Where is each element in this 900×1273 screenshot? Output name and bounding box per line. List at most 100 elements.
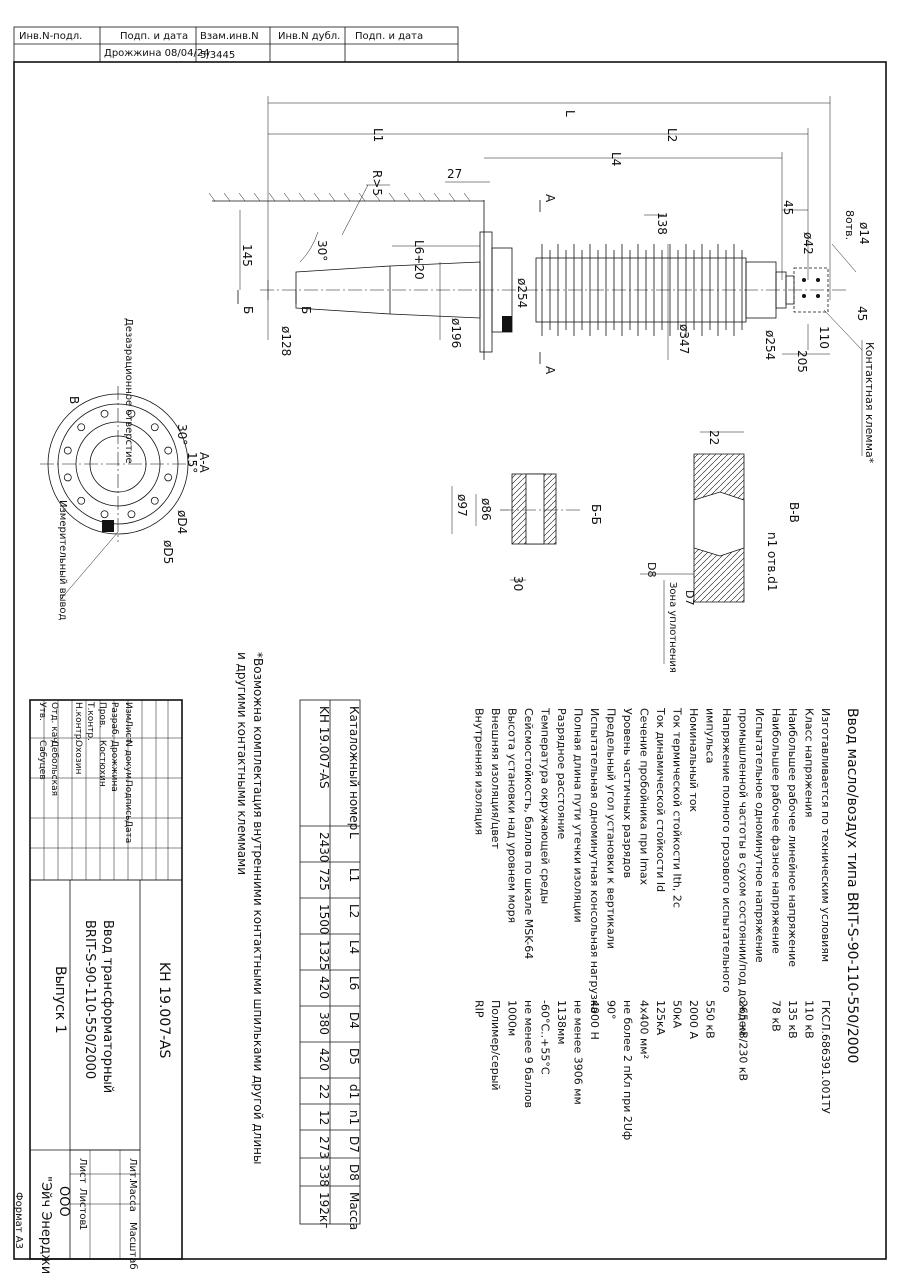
spec-value: 550 кВ xyxy=(704,1000,717,1039)
catalog-table: Каталожный номерLL1L2L4L6D4D5d1n1D7D8Мас… xyxy=(299,699,361,1230)
dim-110: 110 xyxy=(817,326,831,349)
spec-label: Высота установки над уровнем моря xyxy=(506,708,519,923)
table-header: D5 xyxy=(347,1048,361,1065)
vv-holes: n1 отв.d1 xyxy=(765,532,779,592)
table-cell: 273 xyxy=(317,1136,331,1159)
section-vv: 22 В-В n1 отв.d1 D8 D7 Зона уплотнения xyxy=(640,430,801,673)
bolt-hole xyxy=(150,496,159,505)
sect-B2: Б xyxy=(299,306,313,314)
spec-value: -60°С..+55°С xyxy=(539,1000,552,1075)
spec-label: Наибольшее рабочее линейное напряжение xyxy=(786,708,799,967)
section-bb: ø97 ø86 30 Б-Б xyxy=(451,473,603,591)
rev-header: N докум. xyxy=(123,740,133,782)
stamp-h3: Инв.N дубл. xyxy=(278,31,340,42)
bb-d97: ø97 xyxy=(455,494,469,517)
table-cell: 420 xyxy=(317,1048,331,1071)
spec-label: Ток термической стойкости Ith, 2с xyxy=(671,707,684,908)
spec-label: Полная длина пути утечки изоляции xyxy=(572,708,585,923)
table-header: Масса xyxy=(347,1192,361,1230)
bolt-hole xyxy=(150,423,159,432)
role-label: Отд. кач. xyxy=(49,702,59,745)
insulator-sheds xyxy=(541,244,743,336)
dim-145: 145 xyxy=(240,244,254,267)
spec-value: 2000 А xyxy=(687,1000,700,1039)
note-line2: и другими контактными клеммами xyxy=(235,652,249,875)
table-header: L6 xyxy=(347,976,361,990)
aa-vent: Дезаэрационное отверстие xyxy=(123,318,134,464)
spec-value: ГКСЛ.686391.001ТУ xyxy=(819,1000,832,1114)
bb-d30: 30 xyxy=(511,576,525,591)
table-cell: 725 xyxy=(317,868,331,891)
dim-45a: 45 xyxy=(781,200,795,215)
spec-label: Уровень частичных разрядов xyxy=(621,708,634,878)
spec-label: Сечение пробойника при Imax xyxy=(638,708,651,886)
aa-d4: øD4 xyxy=(175,510,189,534)
table-header: D8 xyxy=(347,1164,361,1181)
dim-138: 138 xyxy=(655,212,669,235)
role-name: Костюхин xyxy=(97,740,107,787)
table-header: n1 xyxy=(347,1110,361,1125)
spec-label: Номинальный ток xyxy=(687,708,700,813)
aa-ang30: 30° xyxy=(175,424,189,445)
tb-issue: Выпуск 1 xyxy=(52,966,68,1034)
dim-ang30: 30° xyxy=(315,240,329,261)
spec-value: 110 кВ xyxy=(803,1000,816,1039)
vv-title: В-В xyxy=(787,502,801,523)
spec-value: 1138мм xyxy=(555,1000,568,1045)
table-cell: 338 xyxy=(317,1164,331,1187)
spec-value: 125кА xyxy=(654,1000,667,1036)
table-header: L1 xyxy=(347,868,361,882)
role-label: Пров. xyxy=(97,702,107,728)
sect-A1: A xyxy=(543,194,557,203)
table-cell: 420 xyxy=(317,976,331,999)
spec-label: Разрядное расстояние xyxy=(555,708,568,840)
table-cell: 2430 xyxy=(317,832,331,863)
bolt-hole xyxy=(164,446,173,455)
spec-value: 90° xyxy=(605,1000,618,1020)
table-header: D7 xyxy=(347,1136,361,1153)
table-cell: 192кг xyxy=(317,1192,331,1228)
tb-sheet: Лист xyxy=(77,1158,88,1184)
stamp-h2: Взам.инв.N xyxy=(200,31,259,42)
spec-label: Предельный угол установки к вертикали xyxy=(605,708,618,949)
spec-label: Испытательная одноминутная консольная на… xyxy=(588,708,601,1013)
stamp-ref: 5/3445 xyxy=(200,50,235,61)
role-label: Н.контр. xyxy=(73,702,83,742)
bolt-hole xyxy=(77,496,86,505)
table-cell: 12 xyxy=(317,1110,331,1125)
spec-value: Полимер/серый xyxy=(489,1000,502,1091)
table-header: L4 xyxy=(347,940,361,954)
spec-label: Внешняя изоляция/цвет xyxy=(489,708,502,850)
bb-title: Б-Б xyxy=(589,504,603,525)
spec-value: 1000м xyxy=(506,1000,519,1036)
dim-d347: ø347 xyxy=(677,324,691,354)
dim-L6: L6+20 xyxy=(412,240,426,280)
aa-d5: øD5 xyxy=(161,540,175,564)
bolt-hole xyxy=(77,423,86,432)
dim-d128: ø128 xyxy=(279,326,293,356)
sect-A2: A xyxy=(543,366,557,375)
dim-8holes: 8отв. xyxy=(843,210,856,240)
dim-45b: 45 xyxy=(855,306,869,321)
bb-d86: ø86 xyxy=(479,498,493,521)
view-aa: А-А Дезаэрационное отверстие В 30° 15° ø… xyxy=(40,318,211,621)
spec-label: Напряжение полного грозового испытательн… xyxy=(720,708,733,993)
spec-value: RIP xyxy=(473,1000,486,1018)
sheet-frame xyxy=(13,61,887,1260)
stamp-signer: Дрожжина 08/04/24 xyxy=(104,48,210,59)
stamp-h1: Подп. и дата xyxy=(120,31,188,42)
tb-sheets-n: 1 xyxy=(77,1224,88,1230)
table-cell: 1500 xyxy=(317,904,331,935)
spec-label: Класс напряжения xyxy=(803,708,816,818)
dim-L: L xyxy=(563,110,577,117)
tb-mass: Масса xyxy=(127,1180,138,1212)
vv-d22: 22 xyxy=(707,430,721,445)
stamp-h0: Инв.N-подл. xyxy=(19,31,82,42)
spec-label: Наибольшее рабочее фазное напряжение xyxy=(770,708,783,954)
spec-value: не более 2 пКл при 2Uф xyxy=(621,1000,634,1140)
vv-d8: D8 xyxy=(645,562,658,577)
spec-label: импульса xyxy=(704,708,717,763)
role-label: Разраб. xyxy=(109,702,119,737)
tb-org1: ООО xyxy=(56,1186,71,1217)
